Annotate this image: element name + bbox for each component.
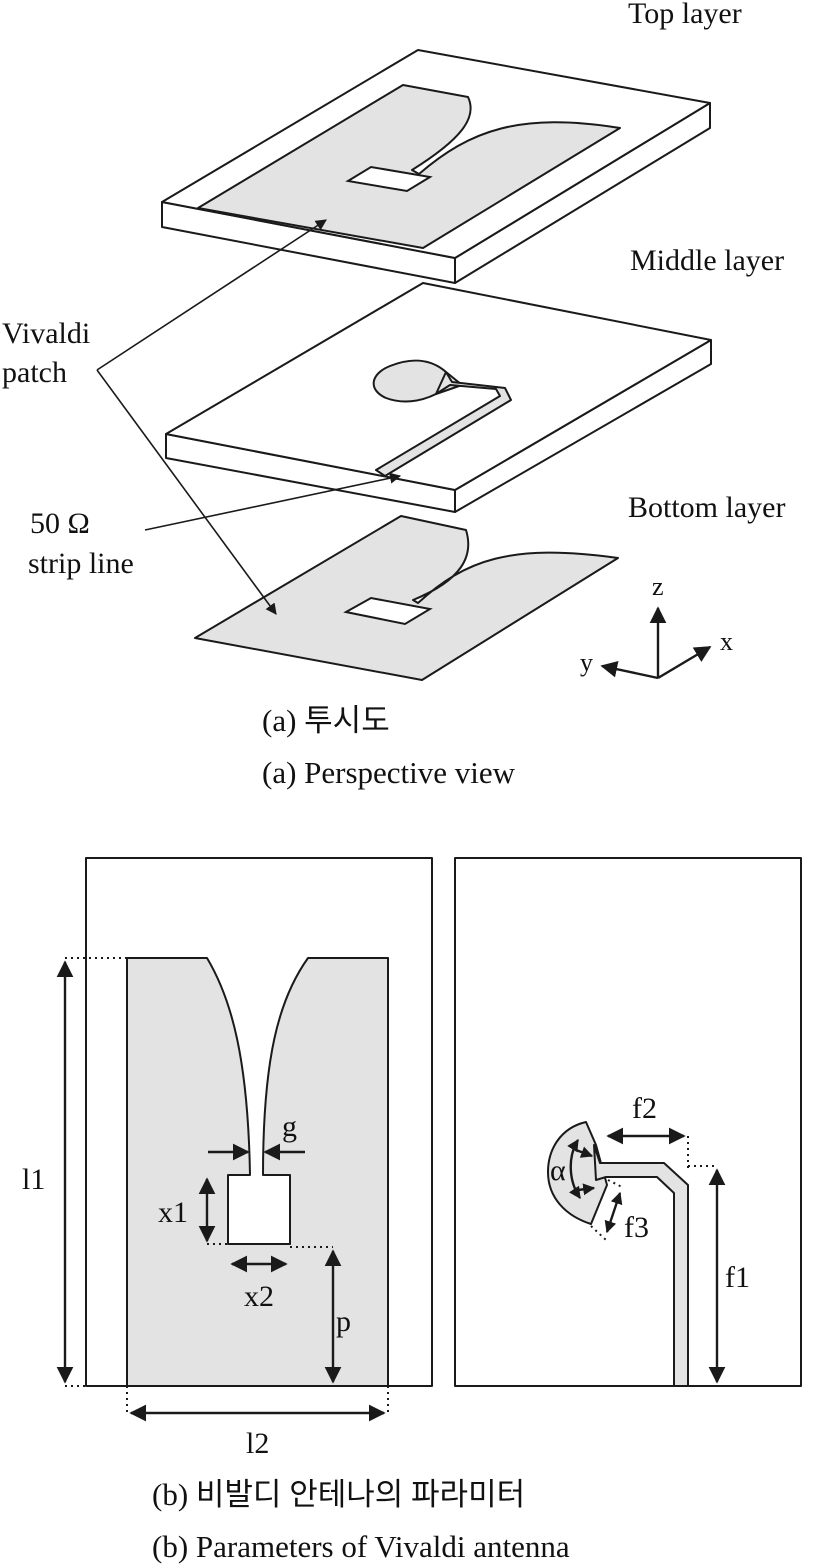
parameters-view: l1 l2 g x1 x2 p bbox=[22, 857, 802, 1564]
x-axis-arrow bbox=[657, 645, 712, 680]
top-slot-cavity bbox=[345, 165, 433, 193]
vivaldi-patch-plan bbox=[126, 957, 389, 1387]
f2-label: f2 bbox=[632, 1092, 657, 1125]
caption-b-korean: (b) 비발디 안테나의 파라미터 bbox=[152, 1477, 525, 1512]
caption-a-korean: (a) 투시도 bbox=[262, 703, 390, 738]
feed-plan-view: f2 f1 f3 α bbox=[454, 857, 802, 1387]
x-axis-label: x bbox=[720, 627, 733, 656]
l2-label: l2 bbox=[246, 1427, 269, 1460]
vivaldi-patch-leader-top bbox=[96, 219, 327, 371]
perspective-view: Top layer Middle layer Bottom layer Viva… bbox=[2, 0, 785, 790]
top-vivaldi-patch bbox=[197, 84, 621, 249]
vivaldi-patch-leader-bottom bbox=[96, 369, 277, 615]
alpha-arrow-lower bbox=[577, 1183, 596, 1196]
substrate-outline-right bbox=[454, 857, 802, 1387]
top-layer bbox=[161, 49, 711, 284]
x1-label: x1 bbox=[158, 1196, 188, 1229]
f3-label: f3 bbox=[624, 1211, 649, 1244]
z-axis-label: z bbox=[652, 572, 664, 601]
patch-plan-view: l1 l2 g x1 x2 p bbox=[22, 857, 433, 1460]
l1-label: l1 bbox=[22, 1163, 45, 1196]
f1-label: f1 bbox=[725, 1261, 750, 1294]
vivaldi-patch-label-line1: Vivaldi bbox=[2, 317, 90, 350]
alpha-label: α bbox=[550, 1154, 566, 1187]
y-axis-label: y bbox=[580, 648, 593, 677]
bottom-slot-cavity bbox=[343, 596, 433, 626]
middle-strip-line bbox=[375, 371, 512, 477]
vivaldi-patch-label-line2: patch bbox=[2, 356, 67, 389]
middle-layer bbox=[165, 282, 712, 513]
f3-dimension-arrow bbox=[604, 1191, 623, 1234]
alpha-angle-arc bbox=[567, 1138, 582, 1199]
alpha-arrow-upper bbox=[575, 1146, 594, 1158]
g-label: g bbox=[282, 1110, 297, 1143]
y-axis-arrow bbox=[600, 660, 659, 680]
feed-strip-line-plan bbox=[593, 1144, 689, 1387]
top-layer-label: Top layer bbox=[628, 0, 742, 30]
caption-b-english: (b) Parameters of Vivaldi antenna bbox=[152, 1529, 570, 1564]
p-label: p bbox=[336, 1305, 351, 1338]
strip-line-label-line1: 50 Ω bbox=[30, 507, 90, 540]
middle-layer-label: Middle layer bbox=[630, 244, 784, 277]
coordinate-axes: z x y bbox=[580, 572, 733, 680]
bottom-layer-label: Bottom layer bbox=[628, 491, 785, 524]
x2-label: x2 bbox=[244, 1280, 274, 1313]
strip-line-leader bbox=[144, 472, 402, 531]
strip-line-label-line2: strip line bbox=[28, 547, 134, 580]
bottom-vivaldi-patch bbox=[194, 515, 619, 681]
caption-a-english: (a) Perspective view bbox=[262, 755, 516, 790]
bottom-layer bbox=[194, 515, 619, 681]
